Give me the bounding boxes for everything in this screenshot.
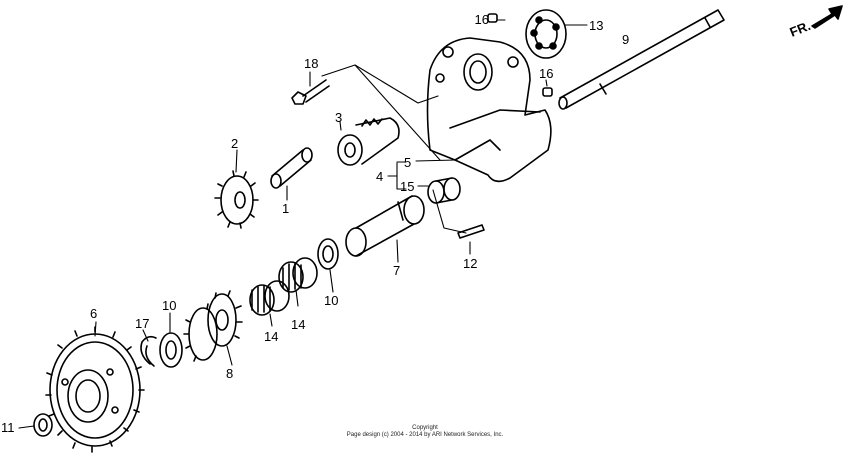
callout-14-left: 14	[264, 329, 278, 344]
part-14-needle-bearing	[249, 257, 318, 316]
callout-17: 17	[135, 316, 149, 331]
part-2-gear	[214, 170, 259, 229]
callout-1: 1	[282, 201, 289, 216]
callout-6: 6	[90, 306, 97, 321]
callout-18: 18	[304, 56, 318, 71]
part-13-bearing	[525, 9, 567, 59]
callout-16-right: 16	[539, 66, 553, 81]
part-17-circlip	[140, 335, 157, 367]
leader-lines	[18, 19, 588, 429]
part-12-pin	[457, 224, 485, 239]
front-direction-arrow-icon	[811, 5, 843, 29]
part-5-housing	[426, 37, 552, 183]
callout-16-top: 16	[475, 12, 489, 27]
part-1-collar	[270, 147, 313, 189]
part-7-sleeve	[345, 195, 425, 257]
callout-2: 2	[231, 136, 238, 151]
part-15-needle-bearing	[427, 177, 461, 204]
callout-10-left: 10	[162, 298, 176, 313]
callout-12: 12	[463, 256, 477, 271]
callout-3: 3	[335, 110, 342, 125]
callout-13: 13	[589, 18, 603, 33]
callout-5: 5	[404, 155, 411, 170]
footer-copyright-line2: Page design (c) 2004 - 2014 by ARI Netwo…	[346, 432, 504, 438]
callout-9: 9	[622, 32, 629, 47]
part-8-cluster-gear	[183, 290, 243, 362]
footer-copyright-line1: Copyright	[412, 425, 438, 431]
callout-15: 15	[400, 179, 414, 194]
callout-11: 11	[1, 420, 15, 435]
callout-7: 7	[393, 263, 400, 278]
part-3-gear	[337, 117, 400, 166]
part-10-washer	[159, 238, 339, 368]
front-direction-label: FR.	[788, 18, 813, 40]
callout-4: 4	[376, 169, 383, 184]
part-16-dowel-pin	[487, 13, 553, 97]
callout-8: 8	[226, 366, 233, 381]
part-9-shaft	[558, 9, 725, 110]
callout-14-right: 14	[291, 317, 305, 332]
part-11-washer	[33, 413, 53, 437]
callout-10-right: 10	[324, 293, 338, 308]
part-18-bolt	[291, 79, 330, 105]
